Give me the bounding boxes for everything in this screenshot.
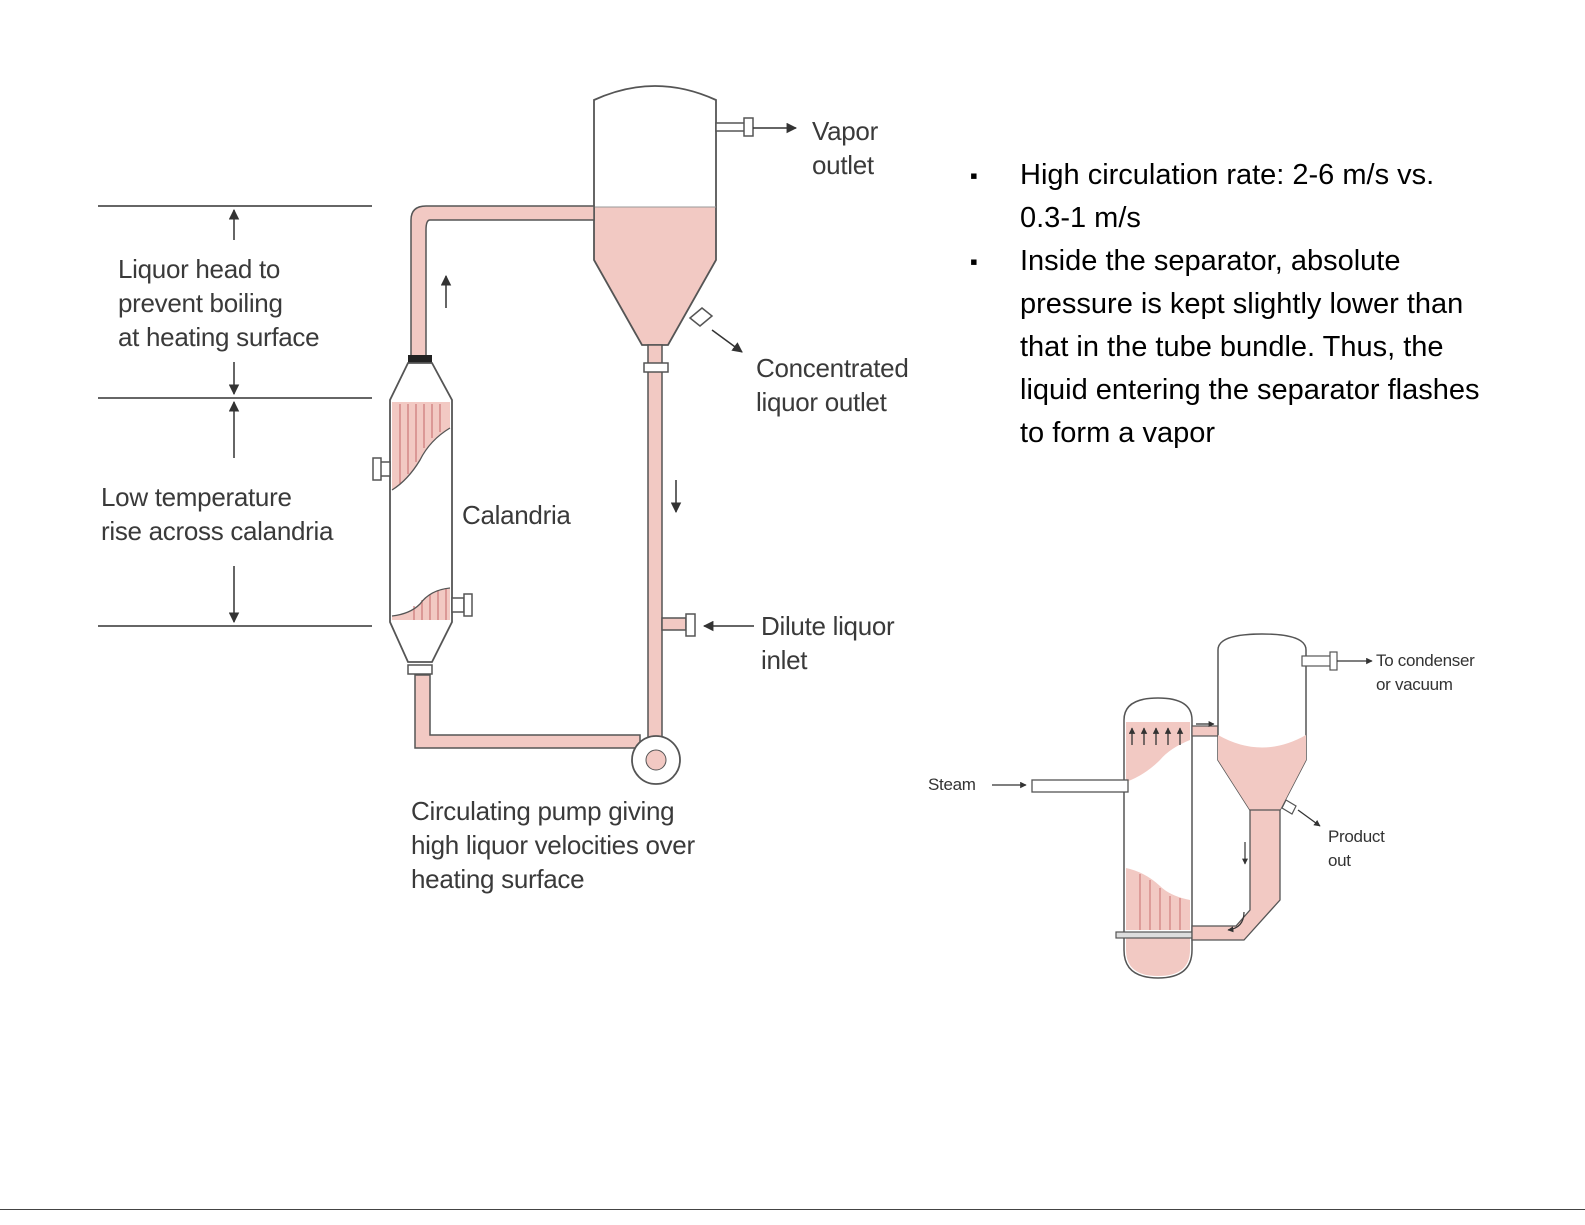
- circulating-pump-label: Circulating pump giving high liquor velo…: [411, 796, 695, 894]
- calandria-label: Calandria: [462, 500, 571, 530]
- riser-pipe: [408, 205, 595, 363]
- calandria: [372, 362, 473, 675]
- separator-vessel: [593, 85, 798, 353]
- vapor-outlet-label: Vapor outlet: [812, 116, 878, 180]
- downcomer-pipe: [643, 344, 754, 741]
- product-out-label: Product out: [1328, 827, 1385, 870]
- bullet-text: Inside the separator, absolute pressure …: [1020, 245, 1480, 449]
- dimension-lines: [98, 205, 372, 627]
- to-condenser-label: To condenser or vacuum: [1376, 651, 1475, 694]
- bottom-pipe-and-pump: [414, 674, 681, 785]
- small-evaporator-diagram: [992, 633, 1373, 979]
- steam-label: Steam: [928, 775, 976, 794]
- low-temperature-label: Low temperature rise across calandria: [101, 482, 334, 546]
- bullet-item: ▪ Inside the separator, absolute pressur…: [968, 240, 1488, 455]
- liquor-head-label: Liquor head to prevent boiling at heatin…: [118, 254, 320, 352]
- bullet-marker: ▪: [970, 163, 978, 188]
- bullet-list: ▪ High circulation rate: 2-6 m/s vs. 0.3…: [968, 154, 1488, 455]
- concentrated-liquor-outlet-label: Concentrated liquor outlet: [756, 353, 909, 417]
- bullet-marker: ▪: [970, 249, 978, 274]
- bullet-item: ▪ High circulation rate: 2-6 m/s vs. 0.3…: [968, 154, 1488, 240]
- footer-rule: [0, 1209, 1585, 1210]
- dilute-liquor-inlet-label: Dilute liquor inlet: [761, 611, 895, 675]
- bullet-text: High circulation rate: 2-6 m/s vs. 0.3-1…: [1020, 159, 1435, 234]
